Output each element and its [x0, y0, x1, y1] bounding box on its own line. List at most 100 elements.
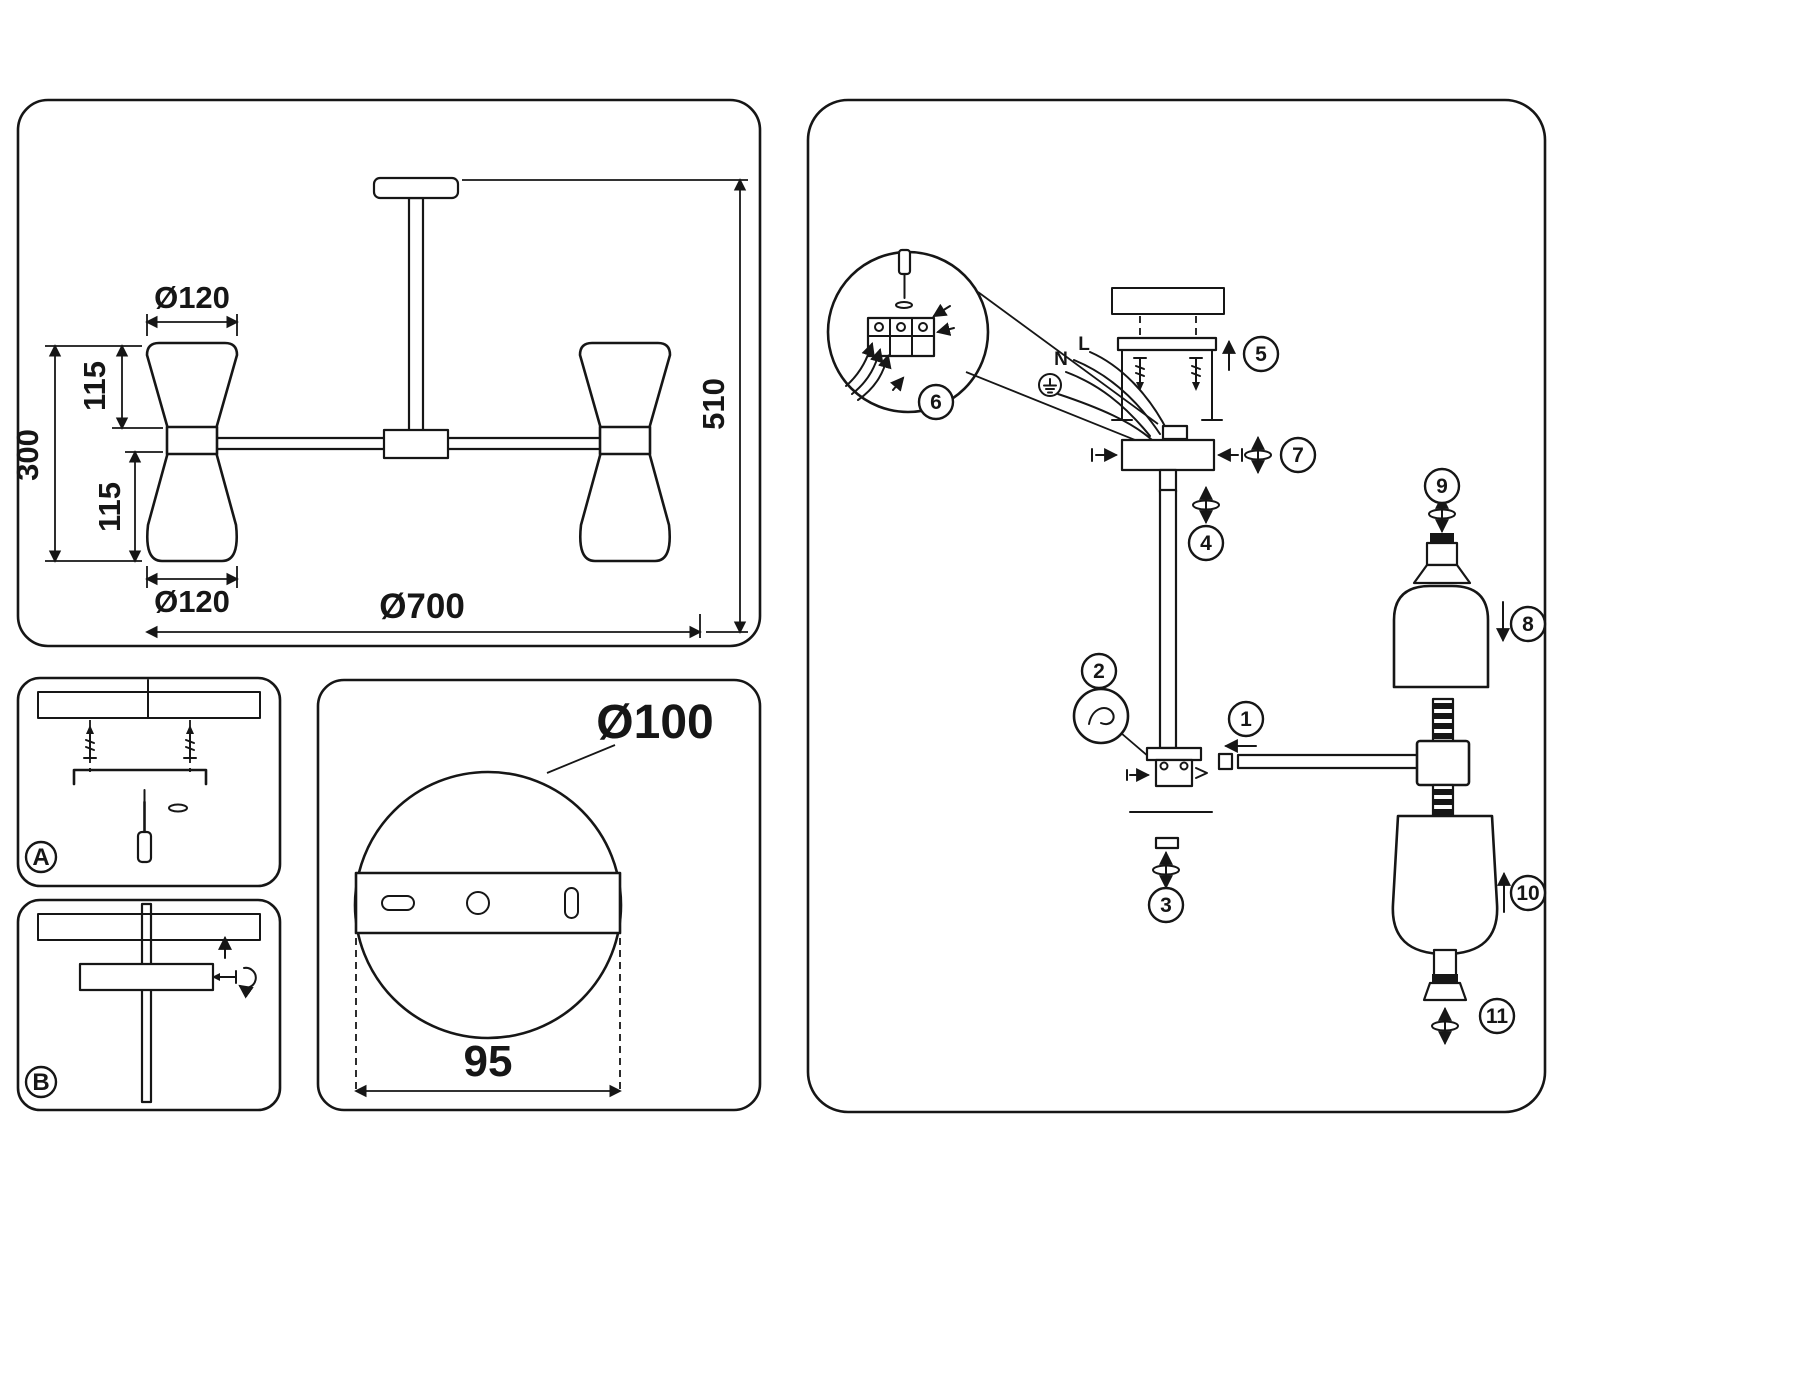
- svg-text:9: 9: [1436, 475, 1448, 498]
- wiring-detail-view: [826, 248, 1159, 447]
- finial-part: [1154, 836, 1180, 850]
- canopy-plate: [78, 962, 215, 992]
- wire-hook-detail-view: [1072, 687, 1150, 758]
- center-hole: [466, 891, 490, 915]
- detail-circle: [1072, 687, 1130, 745]
- ground-icon: [1038, 373, 1062, 397]
- svg-text:11: 11: [1486, 1005, 1509, 1028]
- leader-line: [546, 744, 616, 774]
- step-marker-7: 7: [1279, 436, 1317, 474]
- wire-hook: [1088, 707, 1115, 725]
- dim-overall-diameter: Ø700: [145, 587, 702, 639]
- svg-text:7: 7: [1292, 444, 1304, 467]
- fixture-ceiling-cap: [372, 176, 460, 200]
- side-screw-right: [1216, 448, 1243, 462]
- spring-clip: [1195, 767, 1208, 779]
- arm-mount-hub: [1126, 746, 1213, 813]
- dimension-panel: Ø120 115 115 300 Ø120 Ø700: [10, 98, 762, 648]
- dim-label-lower-height: 115: [92, 482, 127, 532]
- step-marker-9: 9: [1423, 467, 1461, 505]
- wires: [845, 342, 892, 401]
- step-marker-6: 6: [917, 383, 955, 421]
- shade-right: [578, 341, 672, 563]
- anchor-washer-icon: [168, 803, 188, 813]
- insert-arrow-icon: [932, 303, 951, 318]
- rotation-icon: [1193, 488, 1219, 522]
- panel-border: [16, 898, 282, 1112]
- arm-hub-block: [1415, 739, 1471, 787]
- insert-arrow-icon: [935, 322, 955, 336]
- panel-border: [316, 678, 762, 1112]
- dim-label-overall-height: 510: [696, 378, 731, 430]
- ceiling-hatch: [37, 913, 261, 941]
- leader-line: [977, 291, 1159, 425]
- wire-label-live: L: [1078, 334, 1090, 355]
- canopy-detail-panel: Ø100 95: [316, 678, 762, 1112]
- dim-bottom-shade-diameter: Ø120: [145, 566, 239, 619]
- panel-border: [16, 676, 282, 888]
- dim-label-bottom-diameter: Ø120: [154, 584, 230, 619]
- wire-label-neutral: N: [1054, 349, 1068, 370]
- svg-text:2: 2: [1093, 660, 1105, 683]
- ceiling-hatch: [1111, 287, 1225, 315]
- step-marker-8: 8: [1509, 605, 1547, 643]
- svg-text:10: 10: [1516, 882, 1539, 905]
- leader-line: [1120, 732, 1150, 758]
- step-marker-11: 11: [1478, 997, 1516, 1035]
- assembly-panel: 5: [806, 98, 1547, 1114]
- fixture-stem: [407, 196, 425, 434]
- step-marker-1: 1: [1227, 700, 1265, 738]
- arm-end-fitting: [1217, 752, 1234, 771]
- terminal-block: [866, 316, 936, 358]
- fixture-front-view: [145, 176, 672, 563]
- dim-top-shade-diameter: Ø120: [145, 280, 239, 336]
- dim-label-upper-height: 115: [77, 361, 112, 411]
- step-a-marker: A: [24, 840, 58, 874]
- shade-upper: [1392, 584, 1490, 689]
- step-marker-4: 4: [1187, 524, 1225, 562]
- step-marker-5: 5: [1242, 335, 1280, 373]
- rotation-icon: [1153, 853, 1179, 887]
- screw-icon: [183, 724, 197, 759]
- dim-label-shade-height: 300: [10, 429, 45, 481]
- step-marker-10: 10: [1509, 874, 1547, 912]
- step-marker-3: 3: [1147, 886, 1185, 924]
- canopy-assembly: [1091, 438, 1243, 494]
- dim-label-top-diameter: Ø120: [154, 280, 230, 315]
- socket-lower: [1422, 948, 1468, 1002]
- supply-wires: N L: [1038, 334, 1189, 441]
- dim-label-overall-diameter: Ø700: [379, 587, 465, 626]
- step-b-marker: B: [24, 1065, 58, 1099]
- step-b-label: B: [32, 1069, 49, 1096]
- center-rod: [1158, 488, 1178, 750]
- dim-overall-height: 510: [462, 178, 748, 634]
- side-screw-left: [1091, 448, 1119, 462]
- svg-text:3: 3: [1160, 894, 1172, 917]
- threaded-tube-upper: [1431, 697, 1455, 743]
- canopy-body: [1120, 438, 1216, 472]
- screw-icon: [1189, 357, 1203, 392]
- hanging-rod: [140, 902, 153, 1104]
- dim-hole-spacing: 95: [354, 938, 622, 1098]
- mount-bracket: [72, 768, 208, 786]
- ceiling-bracket: [1111, 336, 1223, 421]
- screwdriver-icon: [895, 248, 913, 309]
- socket-upper: [1412, 533, 1472, 585]
- side-screw-icon: [1126, 768, 1151, 782]
- side-screw-icon: [212, 966, 257, 999]
- shade-lower: [1391, 814, 1499, 956]
- screwdriver-icon: [136, 789, 153, 864]
- insert-arrow-icon: [890, 376, 905, 392]
- rotation-icon: [1432, 1009, 1458, 1043]
- svg-text:8: 8: [1522, 613, 1534, 636]
- wire: [1065, 371, 1151, 437]
- canopy-nipple: [1158, 468, 1178, 494]
- wire: [1089, 351, 1169, 433]
- fixture-hub: [382, 428, 450, 460]
- svg-text:5: 5: [1255, 343, 1267, 366]
- dim-left-heights: 115 115 300: [10, 344, 163, 563]
- svg-text:1: 1: [1240, 708, 1252, 731]
- rotation-icon: [1245, 438, 1271, 472]
